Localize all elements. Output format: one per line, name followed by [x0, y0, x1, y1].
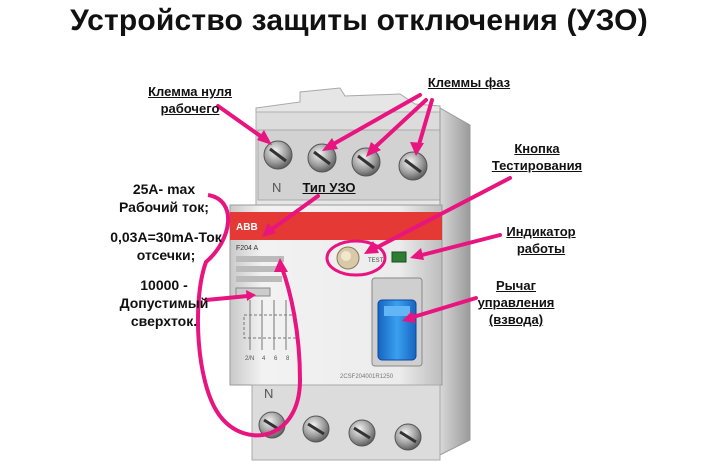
brand-logo: ABB — [236, 222, 258, 233]
label-indicator-line1: Индикатор — [506, 224, 576, 239]
brand-stripe — [230, 212, 442, 240]
specs-callout-curve — [195, 193, 303, 438]
terminal-number-4: 8 — [286, 356, 290, 362]
top-terminal-screws — [263, 140, 428, 181]
arrow-rcd-type — [262, 194, 320, 237]
spec-trip-current-line2: отсечки; — [136, 247, 196, 263]
device-code: 2CSF204001R1250 — [340, 374, 394, 380]
control-lever — [371, 277, 423, 367]
label-neutral-terminal-line2: рабочего — [160, 101, 220, 116]
spec-rated-current: 25А- max Рабочий ток; — [104, 180, 224, 216]
spec-overcurrent-line2: Допустимый — [119, 295, 209, 311]
label-rcd-type: Тип УЗО — [302, 180, 356, 195]
terminal-numbers: 2/N 4 6 8 — [245, 356, 290, 362]
arrow-phase-2 — [366, 98, 428, 157]
label-lever-line1: Рычаг — [496, 278, 536, 293]
bottom-screw-3 — [348, 419, 376, 447]
label-test-button-line2: Тестирования — [491, 158, 583, 173]
arrow-overcurrent — [204, 290, 256, 302]
arrow-test-button — [364, 176, 512, 254]
bottom-screw-2 — [302, 415, 330, 443]
top-screw-2 — [307, 143, 337, 173]
label-lever: Рычаг управления (взвода) — [466, 277, 566, 328]
rating-line-3 — [236, 276, 282, 282]
terminal-number-1: 2/N — [245, 356, 254, 362]
spec-trip-current-line1: 0,03А=30mA-Ток — [110, 229, 222, 245]
model-text: F204 A — [236, 245, 259, 252]
rating-line-2 — [236, 266, 278, 272]
spec-overcurrent-line1: 10000 - — [140, 277, 188, 293]
label-neutral-terminal-line1: Клемма нуля — [148, 84, 232, 99]
spec-overcurrent-line3: сверхток. — [130, 313, 198, 329]
label-indicator: Индикатор работы — [496, 223, 586, 257]
diagram-title: Устройство защиты отключения (УЗО) — [70, 4, 648, 37]
label-phase-terminals: Клеммы фаз — [427, 75, 511, 90]
label-test-button: Кнопка Тестирования — [482, 140, 592, 174]
label-test-button-line1: Кнопка — [514, 141, 560, 156]
terminal-number-2: 4 — [262, 356, 266, 362]
status-indicator — [391, 251, 407, 263]
test-button — [336, 246, 360, 270]
arrow-phase-3 — [410, 98, 434, 156]
spec-overcurrent: 10000 - Допустимый сверхток. — [104, 276, 224, 330]
label-indicator-line2: работы — [516, 241, 566, 256]
spec-rated-current-line1: 25А- max — [132, 181, 196, 197]
test-text: TEST — [368, 258, 384, 264]
arrow-lever — [402, 296, 478, 323]
neutral-mark-bottom: N — [264, 386, 273, 401]
test-button-highlight — [325, 239, 387, 277]
rating-line-1 — [236, 256, 284, 262]
arrow-indicator — [410, 233, 502, 260]
label-neutral-terminal: Клемма нуля рабочего — [140, 83, 240, 117]
specs-callout-arrowhead — [274, 258, 288, 272]
spec-rated-current-line2: Рабочий ток; — [119, 199, 209, 215]
annotation-arrows — [204, 93, 512, 323]
bottom-screw-4 — [394, 423, 422, 451]
arrow-phase-1 — [322, 93, 422, 151]
neutral-mark-top: N — [272, 180, 281, 195]
label-lever-line3: (взвода) — [488, 312, 544, 327]
terminal-number-3: 6 — [274, 356, 278, 362]
top-screw-1 — [263, 140, 293, 170]
spec-trip-current: 0,03А=30mA-Ток отсечки; — [104, 228, 228, 264]
label-lever-line2: управления — [477, 295, 555, 310]
arrow-neutral-terminal — [216, 104, 272, 145]
top-screw-4 — [398, 151, 428, 181]
top-screw-3 — [351, 147, 381, 177]
